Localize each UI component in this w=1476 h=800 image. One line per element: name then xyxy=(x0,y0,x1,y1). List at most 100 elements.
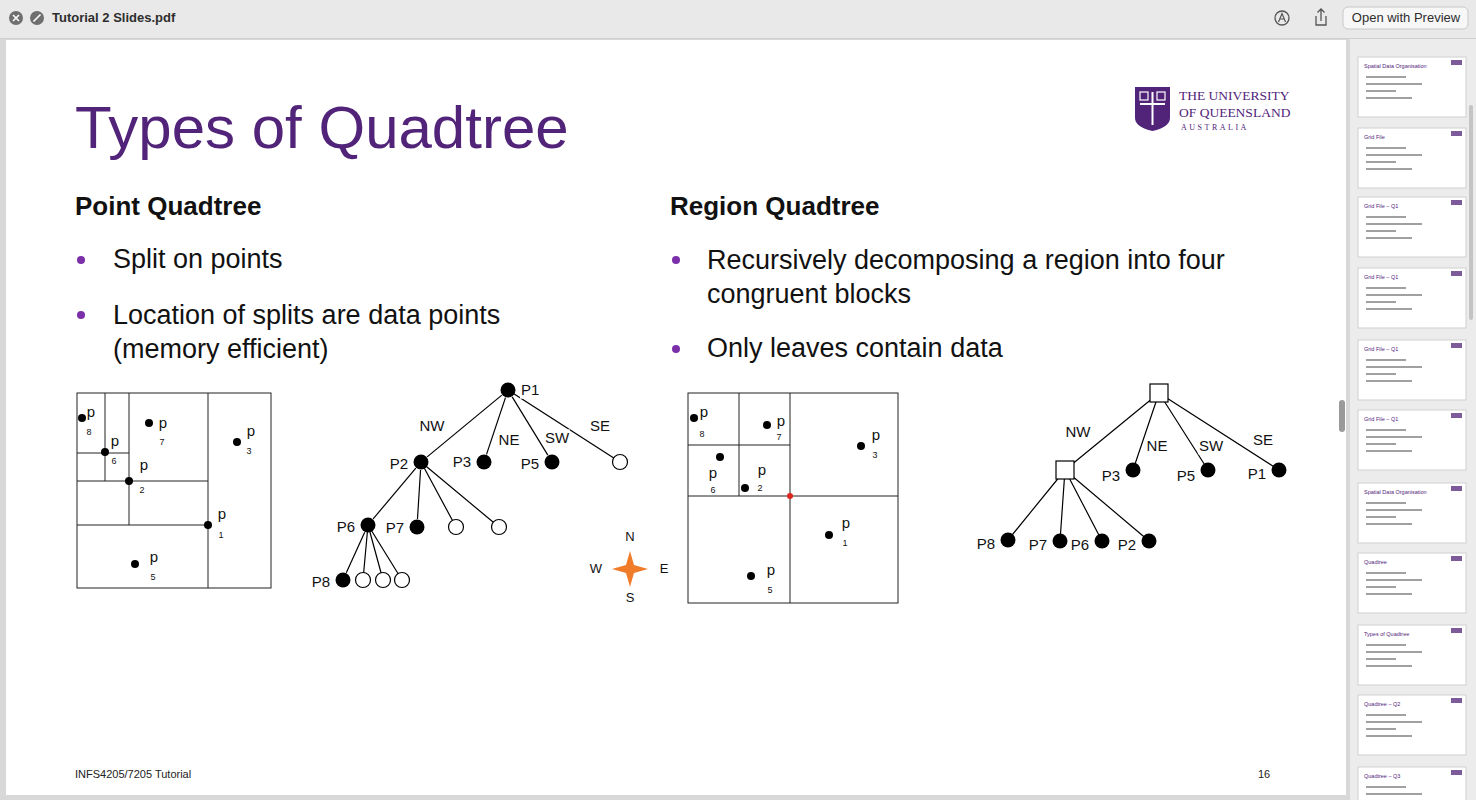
node-dot xyxy=(1001,533,1016,548)
logo-text: AUSTRALIA xyxy=(1181,123,1249,132)
thumbnail-title: Types of Quadtree xyxy=(1364,631,1409,637)
region-tree-branches xyxy=(1008,393,1279,541)
slide-thumbnail xyxy=(1366,450,1412,452)
university-logo xyxy=(1140,92,1148,100)
slide-thumbnail xyxy=(1358,340,1466,400)
slide-thumbnail xyxy=(1358,128,1466,188)
node-label: P6 xyxy=(1070,537,1090,554)
point-label: p xyxy=(842,515,850,530)
node-label: P3 xyxy=(1101,468,1121,485)
slide-thumbnail xyxy=(1451,556,1462,561)
point-index: 5 xyxy=(150,573,155,582)
slide-thumbnail xyxy=(1366,728,1396,730)
node-dot xyxy=(1272,463,1287,478)
slide-thumbnail xyxy=(1366,216,1406,218)
slide-thumbnail xyxy=(1366,223,1422,225)
region-quadtree-map xyxy=(690,414,865,580)
slide-thumbnail xyxy=(1366,786,1406,788)
slide-thumbnail xyxy=(1366,793,1422,795)
window-chrome xyxy=(13,15,19,21)
slide-thumbnail xyxy=(1366,154,1422,156)
logo-text: THE UNIVERSITY xyxy=(1179,88,1290,104)
point-quadtree-map xyxy=(204,521,212,529)
window-title: Tutorial 2 Slides.pdf xyxy=(52,11,175,26)
node-label: P2 xyxy=(1117,537,1137,554)
slide-thumbnail xyxy=(1366,644,1406,646)
slide-thumbnail xyxy=(1366,308,1412,310)
point-label: p xyxy=(700,404,708,419)
university-logo xyxy=(1135,87,1170,131)
thumbnail-title: Grid File – Q1 xyxy=(1364,203,1398,209)
slide-thumbnail xyxy=(1451,60,1462,65)
node-dot xyxy=(414,455,429,470)
window-chrome xyxy=(1343,7,1468,29)
node-label: P1 xyxy=(520,382,540,399)
tree-node: P5 xyxy=(1200,462,1216,478)
edge-label: NW xyxy=(419,417,446,434)
point-tree-branches xyxy=(376,573,391,588)
thumbnail-title: Grid File – Q1 xyxy=(1364,416,1398,422)
edge-label: NE xyxy=(1146,437,1169,454)
slide-thumbnail xyxy=(1366,301,1396,303)
tree-node: P7 xyxy=(409,519,425,535)
tree-edge xyxy=(417,470,420,519)
section-heading: Point Quadtree xyxy=(75,192,261,222)
slide-thumbnail xyxy=(1358,695,1466,755)
slide-thumbnail xyxy=(1366,76,1406,78)
point-quadtree-map xyxy=(131,560,139,568)
node-label: P7 xyxy=(1028,537,1048,554)
thumbnail-title: Spatial Data Organisation xyxy=(1364,63,1427,69)
region-quadtree-map xyxy=(747,572,755,580)
window-chrome xyxy=(0,0,1476,38)
thumbnail-title: Grid File – Q1 xyxy=(1364,346,1398,352)
slide-thumbnail xyxy=(1366,735,1412,737)
thumbnail-title: Quadtree – Q3 xyxy=(1364,773,1400,779)
node-dot xyxy=(409,519,425,535)
slide-thumbnail xyxy=(1358,197,1466,257)
thumbnail-title: Grid File xyxy=(1364,134,1385,140)
slide-thumbnail xyxy=(1358,483,1466,543)
point-index: 6 xyxy=(111,457,116,466)
point-index: 3 xyxy=(246,447,251,456)
slide-thumbnail xyxy=(1451,200,1462,205)
slide-thumbnail xyxy=(1451,486,1462,491)
slide-page xyxy=(6,40,1346,795)
slide-thumbnail xyxy=(1366,579,1422,581)
slide-thumbnail xyxy=(1366,523,1412,525)
slide-thumbnail xyxy=(1451,628,1462,633)
bullet-text: Only leaves contain data xyxy=(707,333,1003,364)
tree-node: P2 xyxy=(1141,533,1157,549)
node-dot xyxy=(361,518,376,533)
point-label: p xyxy=(709,465,717,480)
slide-thumbnail xyxy=(1358,553,1466,613)
tree-edge xyxy=(346,532,364,572)
point-label: p xyxy=(159,415,167,430)
node-label: P6 xyxy=(336,519,356,536)
logo-text: OF QUEENSLAND xyxy=(1179,105,1290,121)
node-dot xyxy=(1201,463,1216,478)
compass-label: W xyxy=(590,562,602,577)
region-quadtree-map xyxy=(688,393,898,603)
point-tree-branches xyxy=(492,520,507,535)
window-chrome xyxy=(1275,11,1289,25)
region-tree-branches xyxy=(1008,384,1279,541)
edge-label: SE xyxy=(589,417,611,434)
point-index: 7 xyxy=(159,438,164,447)
tree-node: P6 xyxy=(1094,533,1110,549)
slide-thumbnail xyxy=(1366,502,1406,504)
node-dot xyxy=(335,572,351,588)
region-tree-branches xyxy=(1150,384,1168,402)
region-quadtree-map xyxy=(741,484,749,492)
slide-thumbnail xyxy=(1358,625,1466,685)
tree-node: P1 xyxy=(1271,462,1287,478)
thumbnail-title: Quadtree xyxy=(1364,559,1387,565)
thumbnail-title: Grid File – Q1 xyxy=(1364,274,1398,280)
point-label: p xyxy=(872,427,880,442)
point-tree-branches xyxy=(449,520,464,535)
point-label: p xyxy=(247,423,255,438)
point-quadtree-map xyxy=(78,414,86,422)
slide-thumbnail xyxy=(1366,429,1406,431)
